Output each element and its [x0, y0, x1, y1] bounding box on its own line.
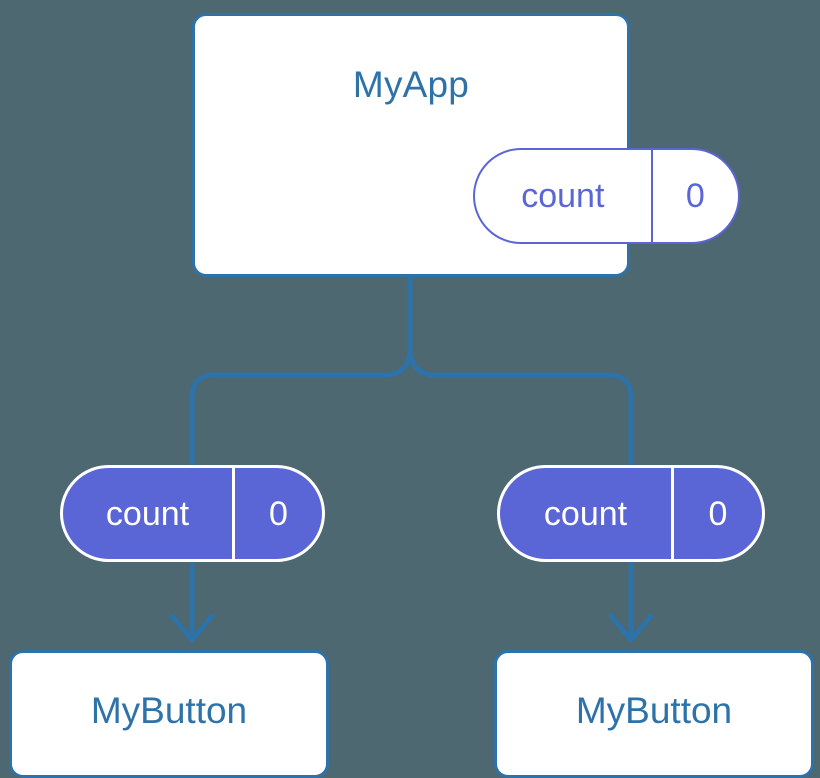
connector-split-right	[407, 348, 607, 378]
component-title-myapp: MyApp	[352, 64, 470, 105]
connector-split-left	[216, 348, 413, 378]
arrowhead-right	[608, 613, 654, 643]
component-box-mybutton-right[interactable]: MyButton	[494, 650, 814, 778]
prop-pill-left-key: count	[63, 468, 236, 559]
component-title-mybutton-left: MyButton	[90, 690, 248, 731]
arrowhead-left	[169, 613, 215, 643]
component-box-mybutton-left[interactable]: MyButton	[9, 650, 329, 778]
prop-pill-left-value: 0	[269, 494, 288, 533]
prop-pill-right-key: count	[500, 468, 675, 559]
connector-branch-right	[606, 372, 634, 468]
component-box-myapp[interactable]: MyApp count 0	[192, 13, 740, 277]
prop-pill-left[interactable]: count 0	[60, 465, 325, 562]
component-title-mybutton-right: MyButton	[575, 690, 733, 731]
state-pill-count[interactable]: count 0	[473, 148, 740, 244]
state-pill-value: 0	[685, 177, 705, 215]
state-pill-key: count	[475, 150, 653, 242]
prop-pill-right[interactable]: count 0	[497, 465, 765, 562]
prop-pill-right-value: 0	[708, 494, 728, 533]
connector-branch-left	[189, 372, 217, 468]
